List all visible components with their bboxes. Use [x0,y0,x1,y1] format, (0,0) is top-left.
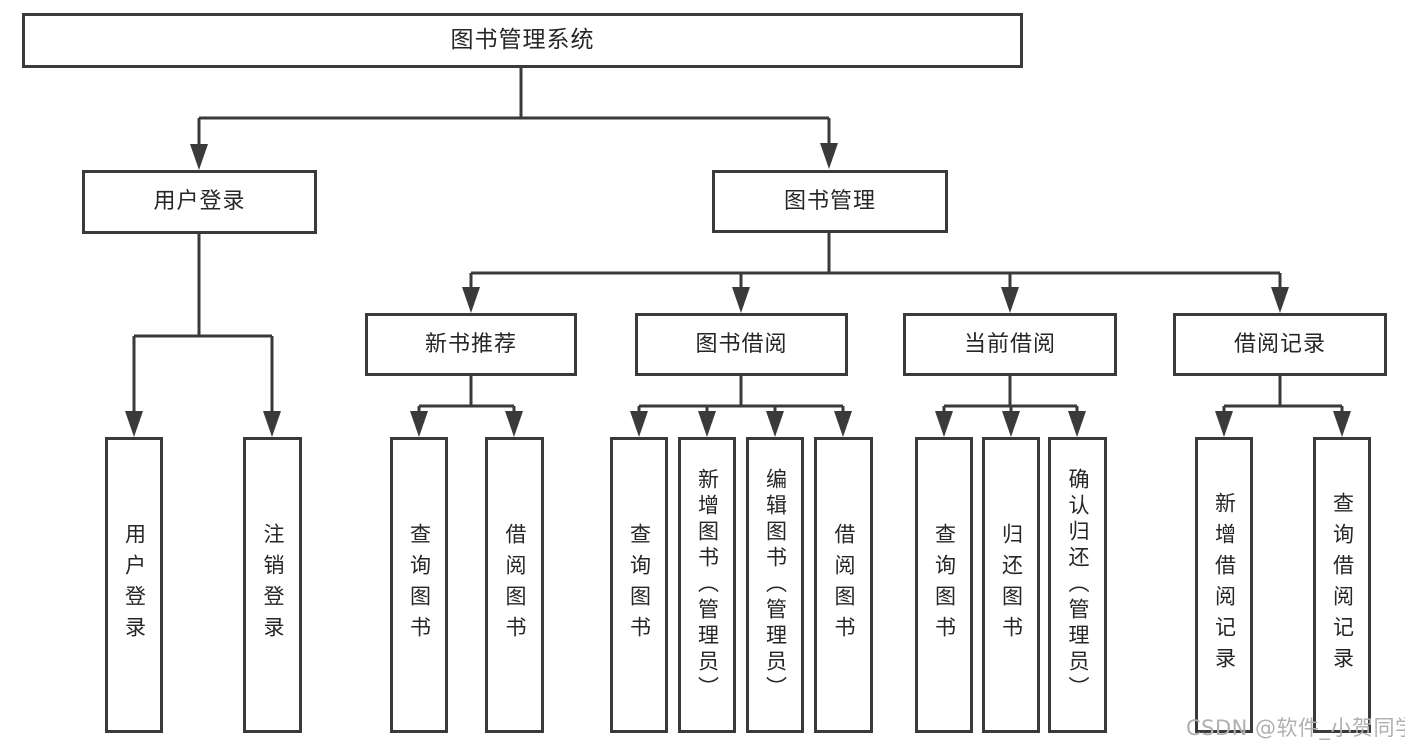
arrowhead [732,287,750,313]
leaf-nb-borrow-books: 借阅图书 [485,437,544,733]
leaf-bb-borrow-books: 借阅图书 [814,437,873,733]
arrowhead [462,287,480,313]
arrowhead [125,411,143,437]
connector-root-to-level2 [190,68,838,170]
arrowhead [834,411,852,437]
arrowhead [1215,411,1233,437]
connector-user-login-branch [125,234,281,437]
arrowhead [1001,287,1019,313]
leaf-cb-query-books: 查询图书 [915,437,973,733]
leaf-cb-confirm-return-admin: 确认归还（管理员） [1048,437,1107,733]
leaf-bb-query-books: 查询图书 [610,437,668,733]
arrowhead [410,411,428,437]
node-borrow-records-label: 借阅记录 [1233,331,1326,357]
arrowhead [820,143,838,169]
connector-current-borrow-branch [935,375,1086,437]
node-new-book-recommend-label: 新书推荐 [424,331,517,357]
node-root-label: 图书管理系统 [450,27,595,53]
arrowhead [935,411,953,437]
leaf-bb-add-books-admin: 新增图书（管理员） [678,437,736,733]
connector-borrow-records-branch [1215,375,1351,437]
leaf-cb-return-books: 归还图书 [982,437,1040,733]
leaf-nb-query-books: 查询图书 [390,437,448,733]
node-book-borrow-label: 图书借阅 [695,331,788,357]
connector-new-book-branch [410,376,523,437]
node-user-login: 用户登录 [82,170,317,234]
node-new-book-recommend: 新书推荐 [365,313,577,376]
connector-book-mgmt-to-level3 [462,233,1289,313]
node-book-mgmt-label: 图书管理 [783,188,876,214]
node-book-mgmt: 图书管理 [712,170,948,233]
node-current-borrow: 当前借阅 [903,313,1117,376]
leaf-br-query-record: 查询借阅记录 [1313,437,1371,733]
node-current-borrow-label: 当前借阅 [963,331,1056,357]
leaf-br-add-record: 新增借阅记录 [1195,437,1253,733]
node-book-borrow: 图书借阅 [635,313,848,376]
leaf-bb-edit-books-admin: 编辑图书（管理员） [746,437,804,733]
connector-book-borrow-branch [630,376,852,437]
node-borrow-records: 借阅记录 [1173,313,1387,376]
node-root: 图书管理系统 [22,13,1023,68]
arrowhead [1002,411,1020,437]
arrowhead [1271,287,1289,313]
arrowhead [505,411,523,437]
arrowhead [1068,411,1086,437]
arrowhead [698,411,716,437]
arrowhead [190,144,208,170]
arrowhead [1333,411,1351,437]
leaf-user-login: 用户登录 [105,437,163,733]
arrowhead [766,411,784,437]
watermark: CSDN @软件_小贺同学 [1186,716,1405,740]
leaf-logout: 注销登录 [243,437,302,733]
arrowhead [263,411,281,437]
node-user-login-label: 用户登录 [153,189,246,214]
arrowhead [630,411,648,437]
